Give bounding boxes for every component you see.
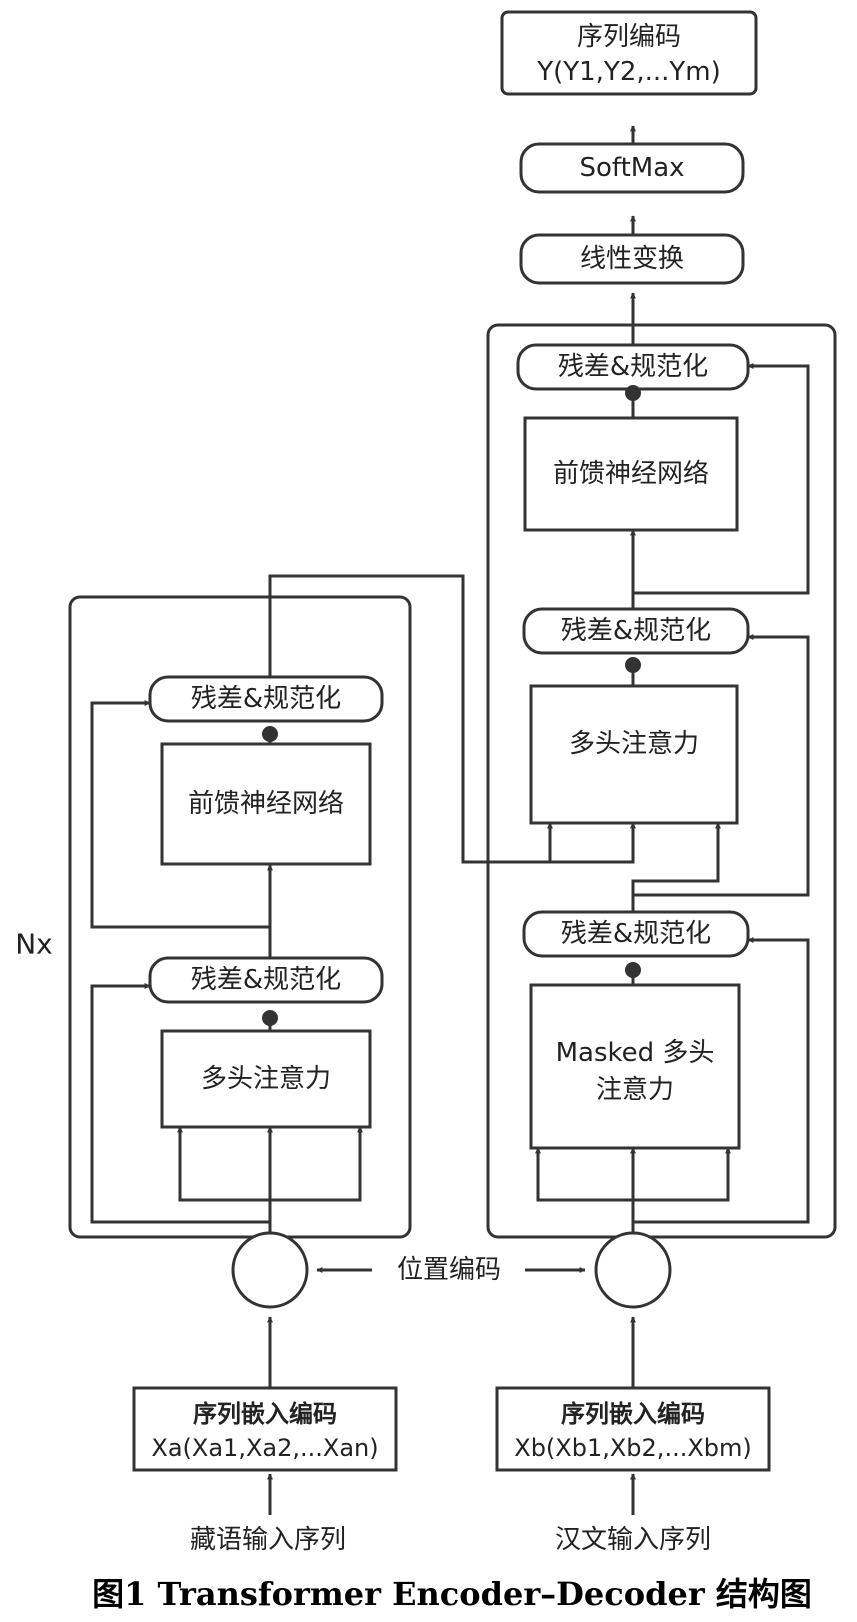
decoder-norm2-box — [522, 607, 750, 655]
decoder-embedding-line2: Xb(Xb1,Xb2,...Xbm) — [514, 1434, 752, 1462]
decoder-add-circle — [594, 1231, 672, 1309]
decoder-cross-attention-box — [529, 684, 739, 825]
decoder-input-label: 汉文输入序列 — [555, 1525, 711, 1555]
decoder-embedding-line1: 序列嵌入编码 — [561, 1400, 705, 1428]
repeat-label: Nx — [15, 928, 53, 961]
decoder-norm1-box — [522, 910, 750, 958]
decoder-norm1-dot — [625, 962, 641, 978]
encoder-wires — [90, 574, 550, 1238]
encoder-attention-box — [160, 1029, 372, 1129]
decoder-norm3-dot — [625, 385, 641, 401]
decoder-embedding-box — [495, 1386, 771, 1472]
linear-box — [519, 233, 745, 285]
decoder-norm2-dot — [625, 657, 641, 673]
encoder-frame — [68, 595, 412, 1239]
output-line1: 序列编码 — [577, 22, 681, 52]
positional-encoding-label: 位置编码 — [397, 1255, 501, 1285]
decoder-norm2-label: 残差&规范化 — [561, 616, 711, 646]
encoder-attention-label: 多头注意力 — [201, 1064, 331, 1094]
decoder-ffn-label: 前馈神经网络 — [553, 459, 709, 489]
softmax-label: SoftMax — [579, 153, 684, 183]
encoder-embedding-box — [132, 1386, 398, 1472]
encoder-norm1-dot — [262, 1010, 278, 1026]
decoder-frame — [486, 323, 837, 1239]
encoder-input-label: 藏语输入序列 — [190, 1525, 346, 1555]
softmax-box — [519, 142, 745, 194]
decoder-ffn-box — [523, 416, 739, 532]
encoder-norm2-box — [148, 675, 384, 723]
output-line2: Y(Y1,Y2,...Ym) — [536, 57, 721, 87]
encoder-embedding-line1: 序列嵌入编码 — [193, 1400, 337, 1428]
decoder-masked-attention-line1: Masked 多头 — [556, 1038, 715, 1068]
encoder-norm2-label: 残差&规范化 — [191, 684, 341, 714]
encoder-norm1-box — [148, 956, 384, 1004]
linear-label: 线性变换 — [580, 244, 684, 274]
output-box — [500, 10, 758, 96]
decoder-norm1-label: 残差&规范化 — [561, 919, 711, 949]
decoder-norm3-label: 残差&规范化 — [558, 352, 708, 382]
encoder-embedding-line2: Xa(Xa1,Xa2,...Xan) — [151, 1434, 378, 1462]
decoder-masked-attention-box — [529, 983, 741, 1150]
encoder-norm1-label: 残差&规范化 — [191, 965, 341, 995]
encoder-add-circle — [231, 1231, 309, 1309]
decoder-cross-attention-label: 多头注意力 — [569, 729, 699, 759]
figure-caption: 图1 Transformer Encoder–Decoder 结构图 — [92, 1575, 812, 1613]
encoder-norm2-dot — [262, 726, 278, 742]
encoder-ffn-box — [160, 742, 372, 866]
encoder-ffn-label: 前馈神经网络 — [188, 789, 344, 819]
decoder-masked-attention-line2: 注意力 — [596, 1075, 674, 1105]
